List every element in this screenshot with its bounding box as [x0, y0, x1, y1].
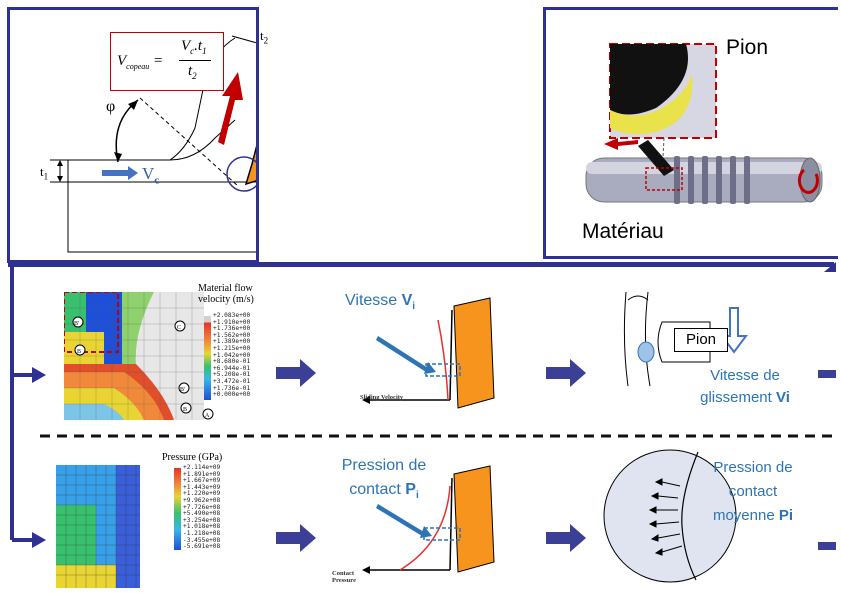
pressure-legend-values: +2.114e+09 +1.891e+09 +1.667e+09 +1.443e… — [183, 464, 221, 551]
pion-materiau-panel: Pion Matériau — [543, 7, 838, 259]
cutting-schematic-drawing — [50, 35, 256, 253]
velocity-legend-colorbar — [204, 316, 211, 400]
materiau-label: Matériau — [582, 220, 664, 243]
sliding-velocity-diagram — [330, 290, 530, 415]
point-a: A — [205, 413, 210, 419]
pion-materiau-drawing — [585, 43, 823, 204]
pressure-legend-title: Pressure (GPa) — [162, 452, 223, 463]
point-b-1: B — [77, 349, 81, 355]
pression-moyenne-label: Pression de contact moyenne Pi — [712, 459, 794, 524]
vc-label: Vc — [142, 164, 160, 187]
pion-box-label: Pion — [674, 328, 728, 352]
contact-pressure-drawing — [362, 465, 495, 574]
pion-label: Pion — [726, 36, 769, 59]
cutting-schematic-panel: Vcopeau = Vc.t1 t2 t2 t1 φ Vc — [7, 7, 268, 263]
pressure-legend-colorbar — [174, 468, 181, 550]
point-b-prime-2: B' — [180, 387, 185, 393]
pression-contact-pi-label: Pression de contact Pi — [341, 457, 427, 502]
mean-pressure-diagram — [600, 446, 740, 586]
vitesse-glissement-label: Vitesse de glissement Vi — [700, 367, 790, 406]
pressure-simulation — [56, 465, 186, 588]
sliding-velocity-label: Sliding Velocity — [360, 394, 404, 401]
point-b-2: B — [183, 407, 187, 413]
velocity-contour-plot: B' B C B' B A — [63, 291, 224, 420]
t2-label: t2 — [260, 28, 269, 46]
point-c: C — [177, 325, 181, 331]
point-b-prime-1: B' — [74, 321, 79, 327]
velocity-legend-values: +2.083e+00 +1.910e+00 +1.736e+00 +1.562e… — [213, 312, 251, 399]
pressure-contour-plot — [56, 465, 186, 588]
chip-velocity-formula: Vcopeau = Vc.t1 t2 — [110, 32, 224, 91]
main-connector-bar — [8, 262, 834, 267]
velocity-simulation: B' B C B' B A — [63, 291, 224, 420]
phi-label: φ — [106, 98, 116, 115]
vitesse-vi-label: Vitesse Vi — [345, 292, 416, 313]
t1-label: t1 — [40, 164, 49, 182]
contact-pressure-diagram — [330, 462, 530, 588]
sliding-velocity-drawing — [362, 297, 495, 409]
mean-pressure-drawing — [603, 449, 737, 583]
